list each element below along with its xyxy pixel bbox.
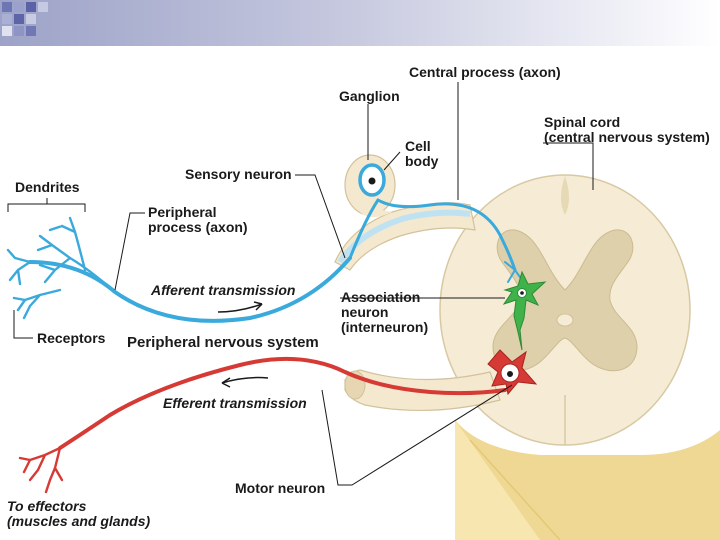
label-cell-body: Cell body: [405, 138, 439, 169]
afferent-arrow: [217, 301, 263, 313]
leader-lines: [7, 82, 594, 486]
label-afferent-transmission: Afferent transmission: [151, 282, 296, 298]
efferent-arrow: [221, 376, 269, 388]
gray-matter: [492, 229, 638, 372]
sensory-neuron: [6, 163, 523, 323]
label-motor-neuron: Motor neuron: [235, 480, 326, 496]
peripheral-process-axon: [28, 256, 352, 323]
label-ganglion: Ganglion: [339, 88, 400, 104]
label-efferent-transmission: Efferent transmission: [163, 395, 307, 411]
motor-axon: [58, 356, 507, 450]
motor-neuron: [18, 349, 538, 494]
label-association-neuron: Association neuron (interneuron): [341, 289, 429, 335]
effector-branches: [18, 446, 64, 494]
central-process-axon: [376, 198, 517, 272]
label-central-process: Central process (axon): [409, 64, 561, 80]
label-peripheral-process: Peripheral process (axon): [148, 204, 248, 235]
slide-header-bar: [0, 0, 720, 46]
label-to-effectors: To effectors (muscles and glands): [7, 498, 151, 529]
label-spinal-cord: Spinal cord (central nervous system): [544, 114, 710, 145]
label-peripheral-nervous-system: Peripheral nervous system: [127, 334, 319, 351]
label-sensory-neuron: Sensory neuron: [185, 166, 292, 182]
dendrites: [6, 216, 117, 320]
spinal-cord-column: [455, 420, 720, 540]
label-dendrites: Dendrites: [15, 179, 80, 195]
label-receptors: Receptors: [37, 330, 106, 346]
association-neuron: [502, 270, 547, 351]
